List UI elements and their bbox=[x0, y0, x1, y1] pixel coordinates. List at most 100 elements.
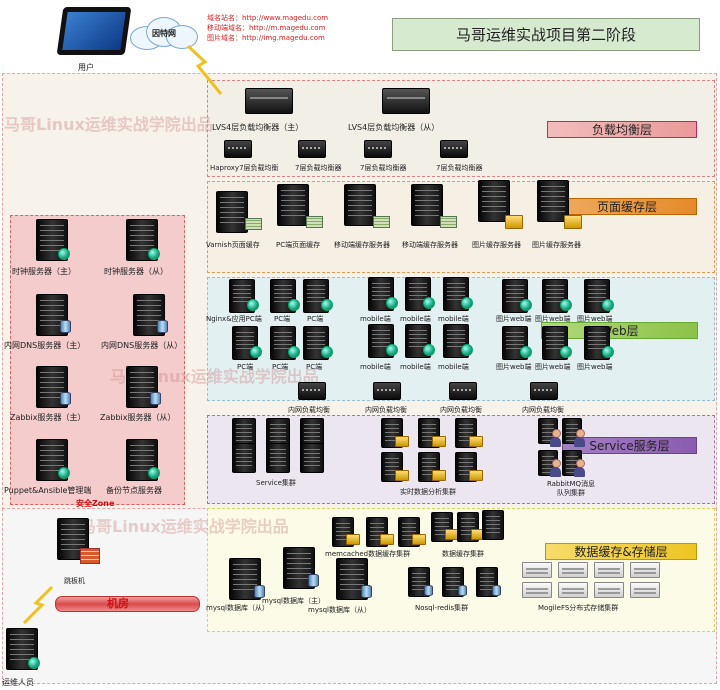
mogilefs-label: MogileFS分布式存储集群 bbox=[538, 604, 619, 612]
watermark: 马哥Linux运维实战学院出品 bbox=[80, 517, 289, 536]
l7-lb-server[interactable] bbox=[364, 140, 392, 158]
globe-icon bbox=[520, 346, 532, 358]
web-server-label: 图片web端 bbox=[577, 363, 613, 371]
l7-lb-server[interactable] bbox=[440, 140, 468, 158]
globe-icon bbox=[288, 346, 300, 358]
lvs-slave-server[interactable] bbox=[382, 88, 430, 114]
lb-layer-label: 负载均衡层 bbox=[547, 121, 697, 138]
mogilefs-storage[interactable] bbox=[522, 562, 552, 578]
disk-icon bbox=[458, 585, 467, 596]
web-server-label: 图片web端 bbox=[577, 315, 613, 323]
cache-server[interactable] bbox=[478, 180, 510, 222]
globe-icon bbox=[386, 344, 398, 356]
datacache-label: 数据缓存集群 bbox=[442, 550, 484, 558]
web-server-label: Nginx&应用PC端 bbox=[206, 315, 262, 323]
web-server-label: PC端 bbox=[237, 363, 254, 371]
web-server[interactable] bbox=[368, 324, 394, 358]
l7-lb-server[interactable] bbox=[224, 140, 252, 158]
lvs-slave-label: LVS4层负载均衡器（从） bbox=[348, 123, 440, 132]
inner-lb-server[interactable] bbox=[530, 382, 558, 400]
mogilefs-storage[interactable] bbox=[594, 562, 624, 578]
mysql-slave-label: mysql数据库（从） bbox=[206, 604, 269, 612]
cache-server[interactable] bbox=[344, 184, 376, 226]
inner-lb-server[interactable] bbox=[298, 382, 326, 400]
cache-server[interactable] bbox=[216, 191, 248, 233]
watermark: 马哥Linux运维实战学院出品 bbox=[110, 367, 319, 386]
l7-lb-label: Haproxy7层负载均衡 bbox=[210, 164, 279, 172]
web-server-label: 图片web端 bbox=[535, 315, 571, 323]
service-server[interactable] bbox=[266, 443, 290, 473]
web-server[interactable] bbox=[270, 326, 296, 360]
globe-icon bbox=[560, 346, 572, 358]
data-folder-icon bbox=[469, 470, 483, 481]
bastion-server[interactable] bbox=[57, 518, 89, 560]
bastion-label: 跳板机 bbox=[64, 577, 85, 585]
globe-icon bbox=[321, 346, 333, 358]
cache-server[interactable] bbox=[411, 184, 443, 226]
disk-icon bbox=[492, 585, 501, 596]
infra-server-label: Zabbix服务器（主） bbox=[10, 413, 86, 422]
inner-lb-server[interactable] bbox=[373, 382, 401, 400]
cache-server-label: 移动端缓存服务器 bbox=[402, 241, 458, 249]
datacache-server[interactable] bbox=[482, 510, 504, 540]
l7-lb-label: 7层负载均衡器 bbox=[295, 164, 342, 172]
infra-server-label: 时钟服务器（从） bbox=[104, 267, 168, 276]
cache-layer-label: 页面缓存层 bbox=[557, 198, 697, 215]
inner-lb-server[interactable] bbox=[449, 382, 477, 400]
inner-lb-label: 内网负载均衡 bbox=[440, 406, 482, 414]
infra-server[interactable] bbox=[36, 294, 68, 336]
globe-icon bbox=[386, 297, 398, 309]
data-folder-icon bbox=[432, 436, 446, 447]
disk-icon bbox=[157, 320, 168, 333]
cache-server[interactable] bbox=[277, 184, 309, 226]
cache-server[interactable] bbox=[537, 180, 569, 222]
web-server-label: mobile端 bbox=[438, 363, 469, 371]
data-folder-icon bbox=[412, 534, 426, 545]
mogilefs-storage[interactable] bbox=[594, 582, 624, 598]
infra-server[interactable] bbox=[36, 366, 68, 408]
disk-icon bbox=[150, 392, 161, 405]
cache-data-icon bbox=[440, 216, 457, 228]
domain-line-2: 移动端域名：http://m.magedu.com bbox=[207, 24, 326, 32]
lvs-master-server[interactable] bbox=[245, 88, 293, 114]
ops-workstation[interactable] bbox=[6, 628, 38, 670]
cloud-icon: 因特网 bbox=[130, 17, 198, 50]
data-folder-icon bbox=[469, 436, 483, 447]
cache-server-label: 图片缓存服务器 bbox=[472, 241, 521, 249]
disk-icon bbox=[254, 585, 265, 598]
service-server[interactable] bbox=[300, 443, 324, 473]
tablet-icon bbox=[56, 7, 132, 55]
web-server[interactable] bbox=[270, 279, 296, 313]
room-label: 机房 bbox=[107, 597, 129, 610]
mogilefs-storage[interactable] bbox=[630, 582, 660, 598]
inner-lb-label: 内网负载均衡 bbox=[522, 406, 564, 414]
analysis-cluster-label: 实时数据分析集群 bbox=[400, 488, 456, 496]
mogilefs-storage[interactable] bbox=[522, 582, 552, 598]
firewall-icon bbox=[80, 548, 100, 564]
cache-server-label: Varnish页面缓存 bbox=[206, 241, 260, 249]
page-title: 马哥运维实战项目第二阶段 bbox=[392, 18, 700, 51]
room-banner bbox=[55, 596, 200, 612]
cache-server-label: 移动端缓存服务器 bbox=[334, 241, 390, 249]
mysql-slave-label: mysql数据库（从） bbox=[308, 606, 371, 614]
globe-icon bbox=[321, 299, 333, 311]
infra-server-label: 备份节点服务器 bbox=[106, 486, 162, 495]
user-label: 用户 bbox=[78, 63, 94, 72]
data-folder-icon bbox=[432, 470, 446, 481]
l7-lb-server[interactable] bbox=[298, 140, 326, 158]
service-server[interactable] bbox=[232, 443, 256, 473]
cache-data-icon bbox=[245, 218, 262, 230]
redis-label: Nosql-redis集群 bbox=[415, 604, 469, 612]
infra-server[interactable] bbox=[133, 294, 165, 336]
infra-server-label: 时钟服务器（主） bbox=[12, 267, 76, 276]
mogilefs-storage[interactable] bbox=[558, 562, 588, 578]
ops-link-icon bbox=[22, 585, 54, 625]
disk-icon bbox=[361, 585, 372, 598]
web-server-label: PC端 bbox=[274, 315, 291, 323]
mogilefs-storage[interactable] bbox=[558, 582, 588, 598]
globe-icon bbox=[58, 467, 70, 479]
data-folder-icon bbox=[380, 534, 394, 545]
image-folder-icon bbox=[505, 215, 523, 229]
network-link-icon bbox=[186, 44, 223, 95]
mogilefs-storage[interactable] bbox=[630, 562, 660, 578]
